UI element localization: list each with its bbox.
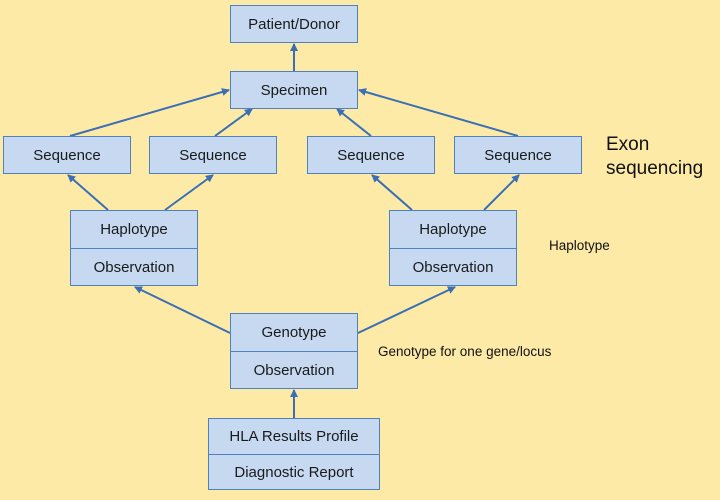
node-specimen: Specimen [230,71,358,109]
node-genotype: Genotype [230,313,358,351]
node-haplotype-left: Haplotype [70,210,198,248]
node-genotype-observation: Observation [230,351,358,389]
exon-sequencing-label: Exon sequencing [606,133,703,181]
haplotype-side-label: Haplotype [549,238,610,253]
exon-label-line2: sequencing [606,158,704,179]
node-patient-donor: Patient/Donor [230,5,358,43]
node-haplotype-right: Haplotype [389,210,517,248]
exon-label-line1: Exon [606,134,650,155]
node-observation-left: Observation [70,248,198,286]
arrow-seq2-to-specimen [214,108,253,137]
node-sequence-3: Sequence [307,136,435,174]
arrow-hap_left-to-seq2 [164,174,214,211]
arrow-genotype-to-obs_right [357,286,456,334]
genotype-side-label: Genotype for one gene/locus [378,344,552,359]
node-sequence-4: Sequence [454,136,582,174]
node-hla-results-profile: HLA Results Profile [208,418,380,454]
arrow-seq3-to-specimen [336,108,372,137]
arrow-seq1-to-specimen [69,88,230,137]
arrow-hap_left-to-seq1 [67,174,109,211]
node-sequence-2: Sequence [149,136,277,174]
arrow-genotype-to-obs_left [134,286,231,334]
node-observation-right: Observation [389,248,517,286]
arrow-seq4-to-specimen [358,88,519,137]
arrow-hap_right-to-seq4 [483,174,520,211]
arrow-hap_right-to-seq3 [371,174,413,211]
node-sequence-1: Sequence [3,136,131,174]
node-diagnostic-report: Diagnostic Report [208,454,380,490]
